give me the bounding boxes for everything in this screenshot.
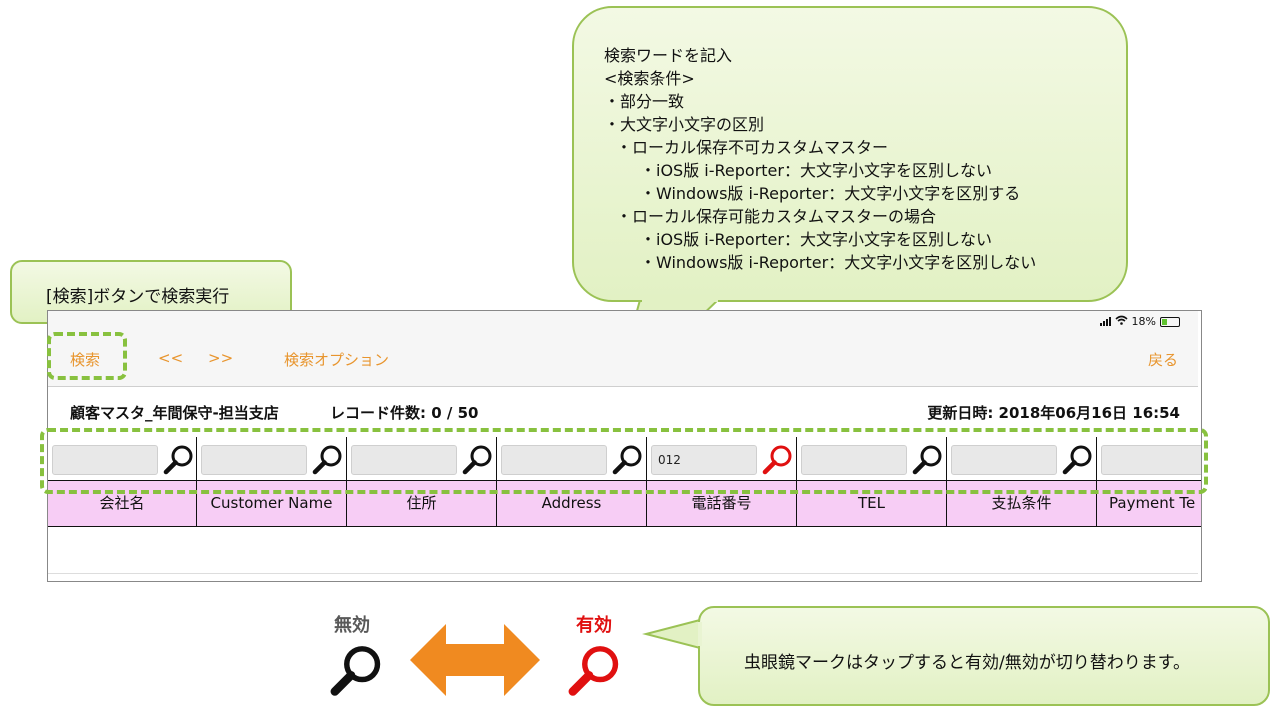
wifi-icon — [1115, 315, 1128, 328]
note-line: ・iOS版 i-Reporter：大文字小文字を区別しない — [640, 230, 992, 249]
column-search-input[interactable] — [951, 445, 1057, 475]
magnifier-icon[interactable] — [162, 443, 196, 477]
column-search-input[interactable] — [651, 445, 757, 475]
column-header[interactable]: TEL — [797, 481, 947, 527]
column-search-input[interactable] — [351, 445, 457, 475]
search-row-highlight — [40, 428, 1208, 494]
column-header[interactable]: 支払条件 — [947, 481, 1097, 527]
search-cell — [947, 437, 1097, 481]
search-callout-text: [検索]ボタンで検索実行 — [46, 287, 230, 307]
column-header[interactable]: 会社名 — [48, 481, 197, 527]
column-header[interactable]: 住所 — [347, 481, 497, 527]
column-search-input[interactable] — [501, 445, 607, 475]
column-search-input[interactable] — [1101, 445, 1201, 475]
note-line: ・大文字小文字の区別 — [604, 115, 765, 134]
battery-icon — [1160, 316, 1180, 327]
search-condition-note: 検索ワードを記入 <検索条件> ・部分一致 ・大文字小文字の区別 ・ローカル保存… — [572, 6, 1128, 302]
note-line: ・ローカル保存不可カスタムマスター — [616, 138, 889, 157]
double-arrow-icon — [410, 624, 540, 696]
magnifier-toggle-callout: 虫眼鏡マークはタップすると有効/無効が切り替わります。 — [698, 606, 1270, 706]
result-area — [48, 573, 1198, 574]
signal-icon — [1099, 317, 1111, 326]
column-search-input[interactable] — [52, 445, 158, 475]
magnifier-icon[interactable] — [1061, 443, 1095, 477]
app-screen: 18% 検索 << >> 検索オプション 戻る 顧客マスタ_年間保守-担当支店 … — [47, 310, 1202, 582]
battery-percent: 18% — [1131, 315, 1156, 328]
tail-seam — [698, 622, 702, 646]
search-cell — [347, 437, 497, 481]
magnifier-icon[interactable] — [311, 443, 345, 477]
status-bar: 18% — [1099, 315, 1180, 328]
column-header[interactable]: Customer Name — [197, 481, 347, 527]
invalid-label: 無効 — [334, 615, 370, 636]
column-header[interactable]: Address — [497, 481, 647, 527]
search-cell — [197, 437, 347, 481]
master-title: 顧客マスタ_年間保守-担当支店 — [70, 404, 279, 422]
search-cell — [1097, 437, 1201, 481]
note-line: ・iOS版 i-Reporter：大文字小文字を区別しない — [640, 161, 992, 180]
note-line: ・部分一致 — [604, 92, 685, 111]
valid-label: 有効 — [576, 615, 612, 636]
toggle-callout-text: 虫眼鏡マークはタップすると有効/無効が切り替わります。 — [744, 653, 1191, 673]
prev-page-button[interactable]: << — [158, 349, 184, 367]
tail-seam — [642, 296, 718, 302]
note-line: <検索条件> — [604, 69, 695, 88]
back-button[interactable]: 戻る — [1147, 351, 1178, 369]
search-cell — [497, 437, 647, 481]
note-line: ・Windows版 i-Reporter：大文字小文字を区別しない — [640, 253, 1037, 272]
search-options-button[interactable]: 検索オプション — [284, 351, 390, 369]
column-search-input[interactable] — [801, 445, 907, 475]
note-line: ・ローカル保存可能カスタムマスターの場合 — [616, 207, 937, 226]
magnifier-active-icon — [568, 646, 619, 696]
search-cell — [647, 437, 797, 481]
next-page-button[interactable]: >> — [208, 349, 234, 367]
updated-datetime: 更新日時: 2018年06月16日 16:54 — [927, 404, 1180, 422]
magnifier-icon[interactable] — [911, 443, 945, 477]
magnifier-active-icon[interactable] — [761, 443, 795, 477]
info-row: 顧客マスタ_年間保守-担当支店 レコード件数: 0 / 50 更新日時: 201… — [48, 394, 1198, 428]
magnifier-icon[interactable] — [461, 443, 495, 477]
search-row — [48, 437, 1201, 481]
record-count: レコード件数: 0 / 50 — [330, 404, 479, 422]
magnifier-inactive-icon — [330, 646, 381, 696]
search-cell — [797, 437, 947, 481]
search-cell — [48, 437, 197, 481]
magnifier-icon[interactable] — [611, 443, 645, 477]
nav-bar: 18% 検索 << >> 検索オプション 戻る — [48, 311, 1198, 387]
search-button[interactable]: 検索 — [70, 351, 101, 369]
column-header[interactable]: Payment Te — [1097, 481, 1201, 527]
column-header[interactable]: 電話番号 — [647, 481, 797, 527]
column-search-input[interactable] — [201, 445, 307, 475]
search-button-highlight — [47, 332, 127, 380]
note-line: ・Windows版 i-Reporter：大文字小文字を区別する — [640, 184, 1021, 203]
note-line: 検索ワードを記入 — [604, 46, 733, 65]
